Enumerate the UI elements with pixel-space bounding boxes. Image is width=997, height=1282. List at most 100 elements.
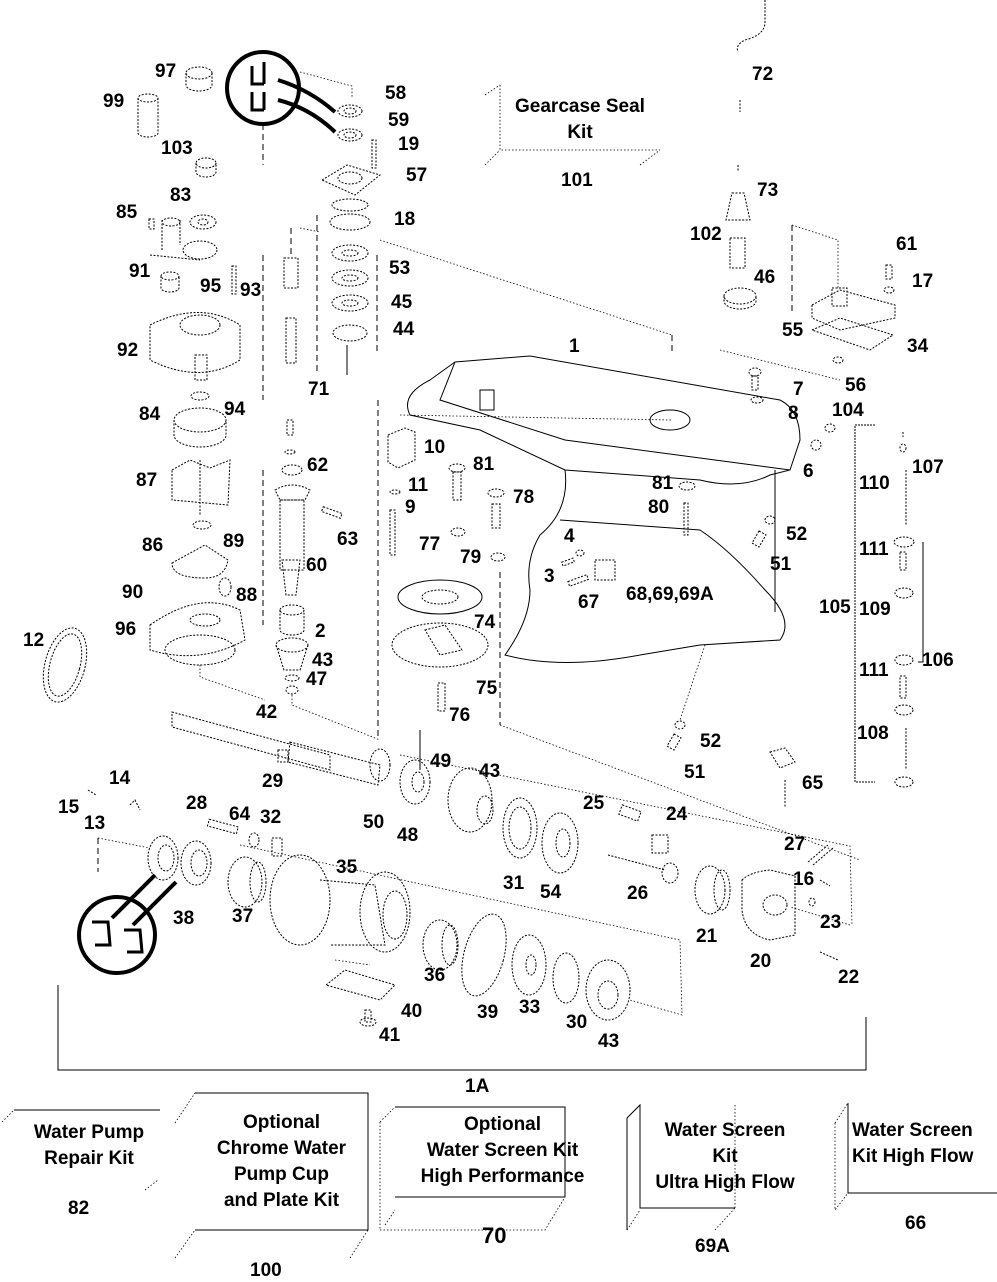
seal-detail-circle-lower [77,873,178,975]
part-63-key [320,506,343,519]
callout-35: 35 [336,857,358,878]
part-93-screw [231,265,237,295]
part-50-bearing [369,748,391,782]
water-pump-repair-kit-label: Water Pump Repair Kit [33,1122,145,1169]
part-96-gasket [164,634,236,666]
callout-21: 21 [696,926,718,947]
assembly-1a-label: 1A [465,1076,490,1097]
part-46-seal [723,287,757,310]
callout-13: 13 [84,813,106,834]
gearcase-seal-kit-box [484,84,661,166]
callout-93: 93 [240,280,262,301]
part-13-seal-detail [97,837,151,872]
callout-88: 88 [236,585,258,606]
part-51b-screw [666,733,682,751]
part-89-oring [192,520,212,530]
part-12-ring [42,627,88,703]
callout-32: 32 [260,807,282,828]
part-77-washer [450,527,466,537]
part-6-fitting [810,439,822,451]
callout-30: 30 [566,1012,588,1033]
callout-27: 27 [784,834,806,855]
callout-45: 45 [391,292,413,313]
part-65-shift-cradle [769,747,796,808]
water-screen-hf-kit-number: 66 [905,1213,927,1234]
callout-15: 15 [58,797,80,818]
callout-110: 110 [859,473,890,494]
part-60-pinion-shaft [274,464,311,596]
callout-76: 76 [449,705,471,726]
water-screen-hp-kit-number: 70 [482,1223,507,1248]
part-72-shift-rod [736,0,766,172]
callout-73: 73 [757,180,779,201]
callout-4: 4 [564,526,575,547]
callout-89: 89 [223,531,245,552]
part-59-seal [337,128,363,142]
callout-53: 53 [389,258,411,279]
part-51-screw [751,530,767,548]
callout-48: 48 [397,825,419,846]
callout-52-lower: 52 [700,731,722,752]
callout-26: 26 [627,883,649,904]
part-73-boot [725,192,751,221]
callout-28: 28 [186,793,208,814]
callout-63: 63 [337,529,359,550]
callout-59: 59 [388,110,410,131]
callout-18: 18 [394,209,416,230]
callout-11: 11 [408,475,429,496]
callout-43-reverse: 43 [598,1031,620,1052]
callout-57: 57 [406,165,428,186]
callout-51-lower: 51 [684,762,706,783]
part-95-liner [149,217,218,261]
part-37-bearing [227,856,267,908]
part-3-screw [561,557,575,567]
callout-111-lower: 111 [859,660,889,681]
part-52b-plug [674,720,686,730]
water-screen-uhf-kit-label: Water Screen Kit Ultra High Flow [655,1120,795,1193]
part-9-screw [389,509,396,556]
callout-47: 47 [306,669,328,690]
part-36-bearing [422,919,459,971]
part-102-coupler [729,237,746,269]
callout-31: 31 [503,873,525,894]
part-92-pump-housing [149,312,241,381]
part-33-washer [511,934,547,996]
part-67-screen [567,574,590,587]
callout-77: 77 [419,534,441,555]
callout-8: 8 [788,403,799,424]
part-52-plug [764,515,776,525]
part-86-gasket [171,544,229,579]
part-54-washer [541,812,579,874]
part-31-shim [502,797,538,859]
callout-104: 104 [832,400,864,421]
callout-86: 86 [142,535,164,556]
callout-19: 19 [398,134,420,155]
callout-6: 6 [803,461,814,482]
part-71-driveshaft [283,228,299,364]
callout-33: 33 [519,997,541,1018]
part-75-trim-tab [391,622,489,668]
part-28-screw [206,818,239,835]
part-56-plug [832,356,844,364]
part-47-washer [284,674,300,682]
callout-43-forward: 43 [479,761,501,782]
part-43-pinion [275,637,309,671]
part-61-screw [885,264,893,280]
callout-72: 72 [752,64,774,85]
part-87-impeller [171,459,231,515]
water-screen-hp-kit-label: Optional Water Screen Kit High Performan… [420,1114,585,1187]
callout-34: 34 [907,336,929,357]
callout-68-69-69a: 68,69,69A [626,584,714,605]
kit-box-66 [834,1102,997,1212]
callout-64: 64 [229,804,251,825]
callout-29: 29 [262,771,284,792]
callout-9: 9 [405,497,416,518]
part-91-bushing [160,271,180,293]
callout-62: 62 [307,455,329,476]
kit-box-70 [379,1106,566,1231]
callout-65: 65 [802,773,824,794]
callout-107: 107 [912,457,944,478]
callout-84: 84 [139,404,161,425]
part-79-washer [490,552,506,562]
